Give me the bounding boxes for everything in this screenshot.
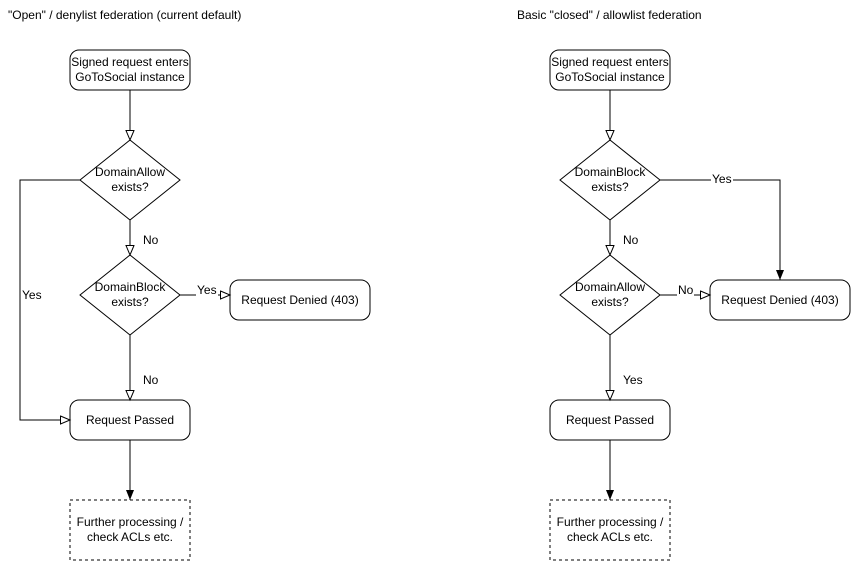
left-block-no-edge-label: No (142, 373, 160, 387)
right-denied-node-shape (709, 279, 851, 321)
right-passed-node-shape (549, 399, 671, 441)
right-diagram-title: Basic "closed" / allowlist federation (517, 8, 702, 22)
right-further-processing-shape (549, 499, 671, 561)
left-diagram-title: "Open" / denylist federation (current de… (8, 8, 242, 22)
left-allow-no-edge-label: No (142, 233, 160, 247)
left-domainallow-decision-shape (79, 139, 181, 221)
left-block-yes-edge-label: Yes (196, 283, 218, 297)
left-domainblock-decision-shape (79, 254, 181, 336)
right-edge-domainblock-yes-branch (660, 179, 784, 280)
left-further-processing-shape (69, 499, 191, 561)
left-denied-node-shape (229, 279, 371, 321)
right-start-node-shape (549, 49, 671, 91)
right-block-no-edge-label: No (622, 233, 640, 247)
right-allow-yes-edge-label: Yes (622, 373, 644, 387)
right-allow-no-edge-label: No (677, 283, 695, 297)
left-edge-domainallow-yes-branch (19, 179, 80, 420)
right-domainblock-decision-shape (559, 139, 661, 221)
right-domainallow-decision-shape (559, 254, 661, 336)
left-allow-yes-edge-label: Yes (21, 288, 43, 302)
left-passed-node-shape (69, 399, 191, 441)
left-start-node-shape (69, 49, 191, 91)
right-block-yes-edge-label: Yes (711, 172, 733, 186)
